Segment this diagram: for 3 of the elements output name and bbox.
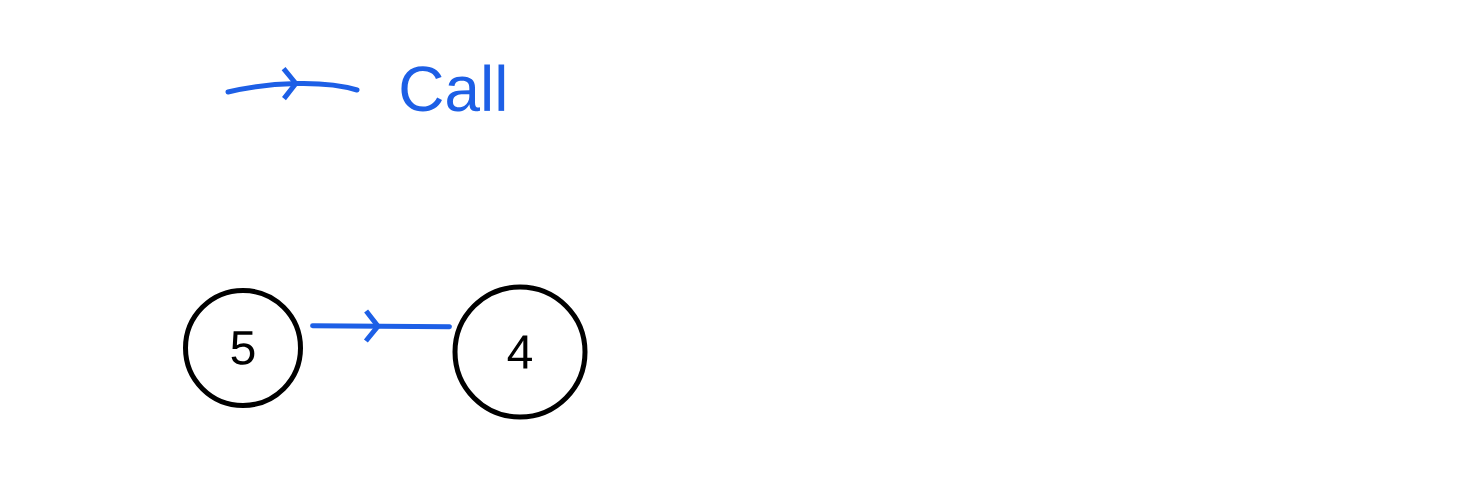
- circle-node: 4: [452, 284, 588, 420]
- circle-node: 5: [183, 288, 303, 408]
- legend-text: Call: [401, 64, 505, 112]
